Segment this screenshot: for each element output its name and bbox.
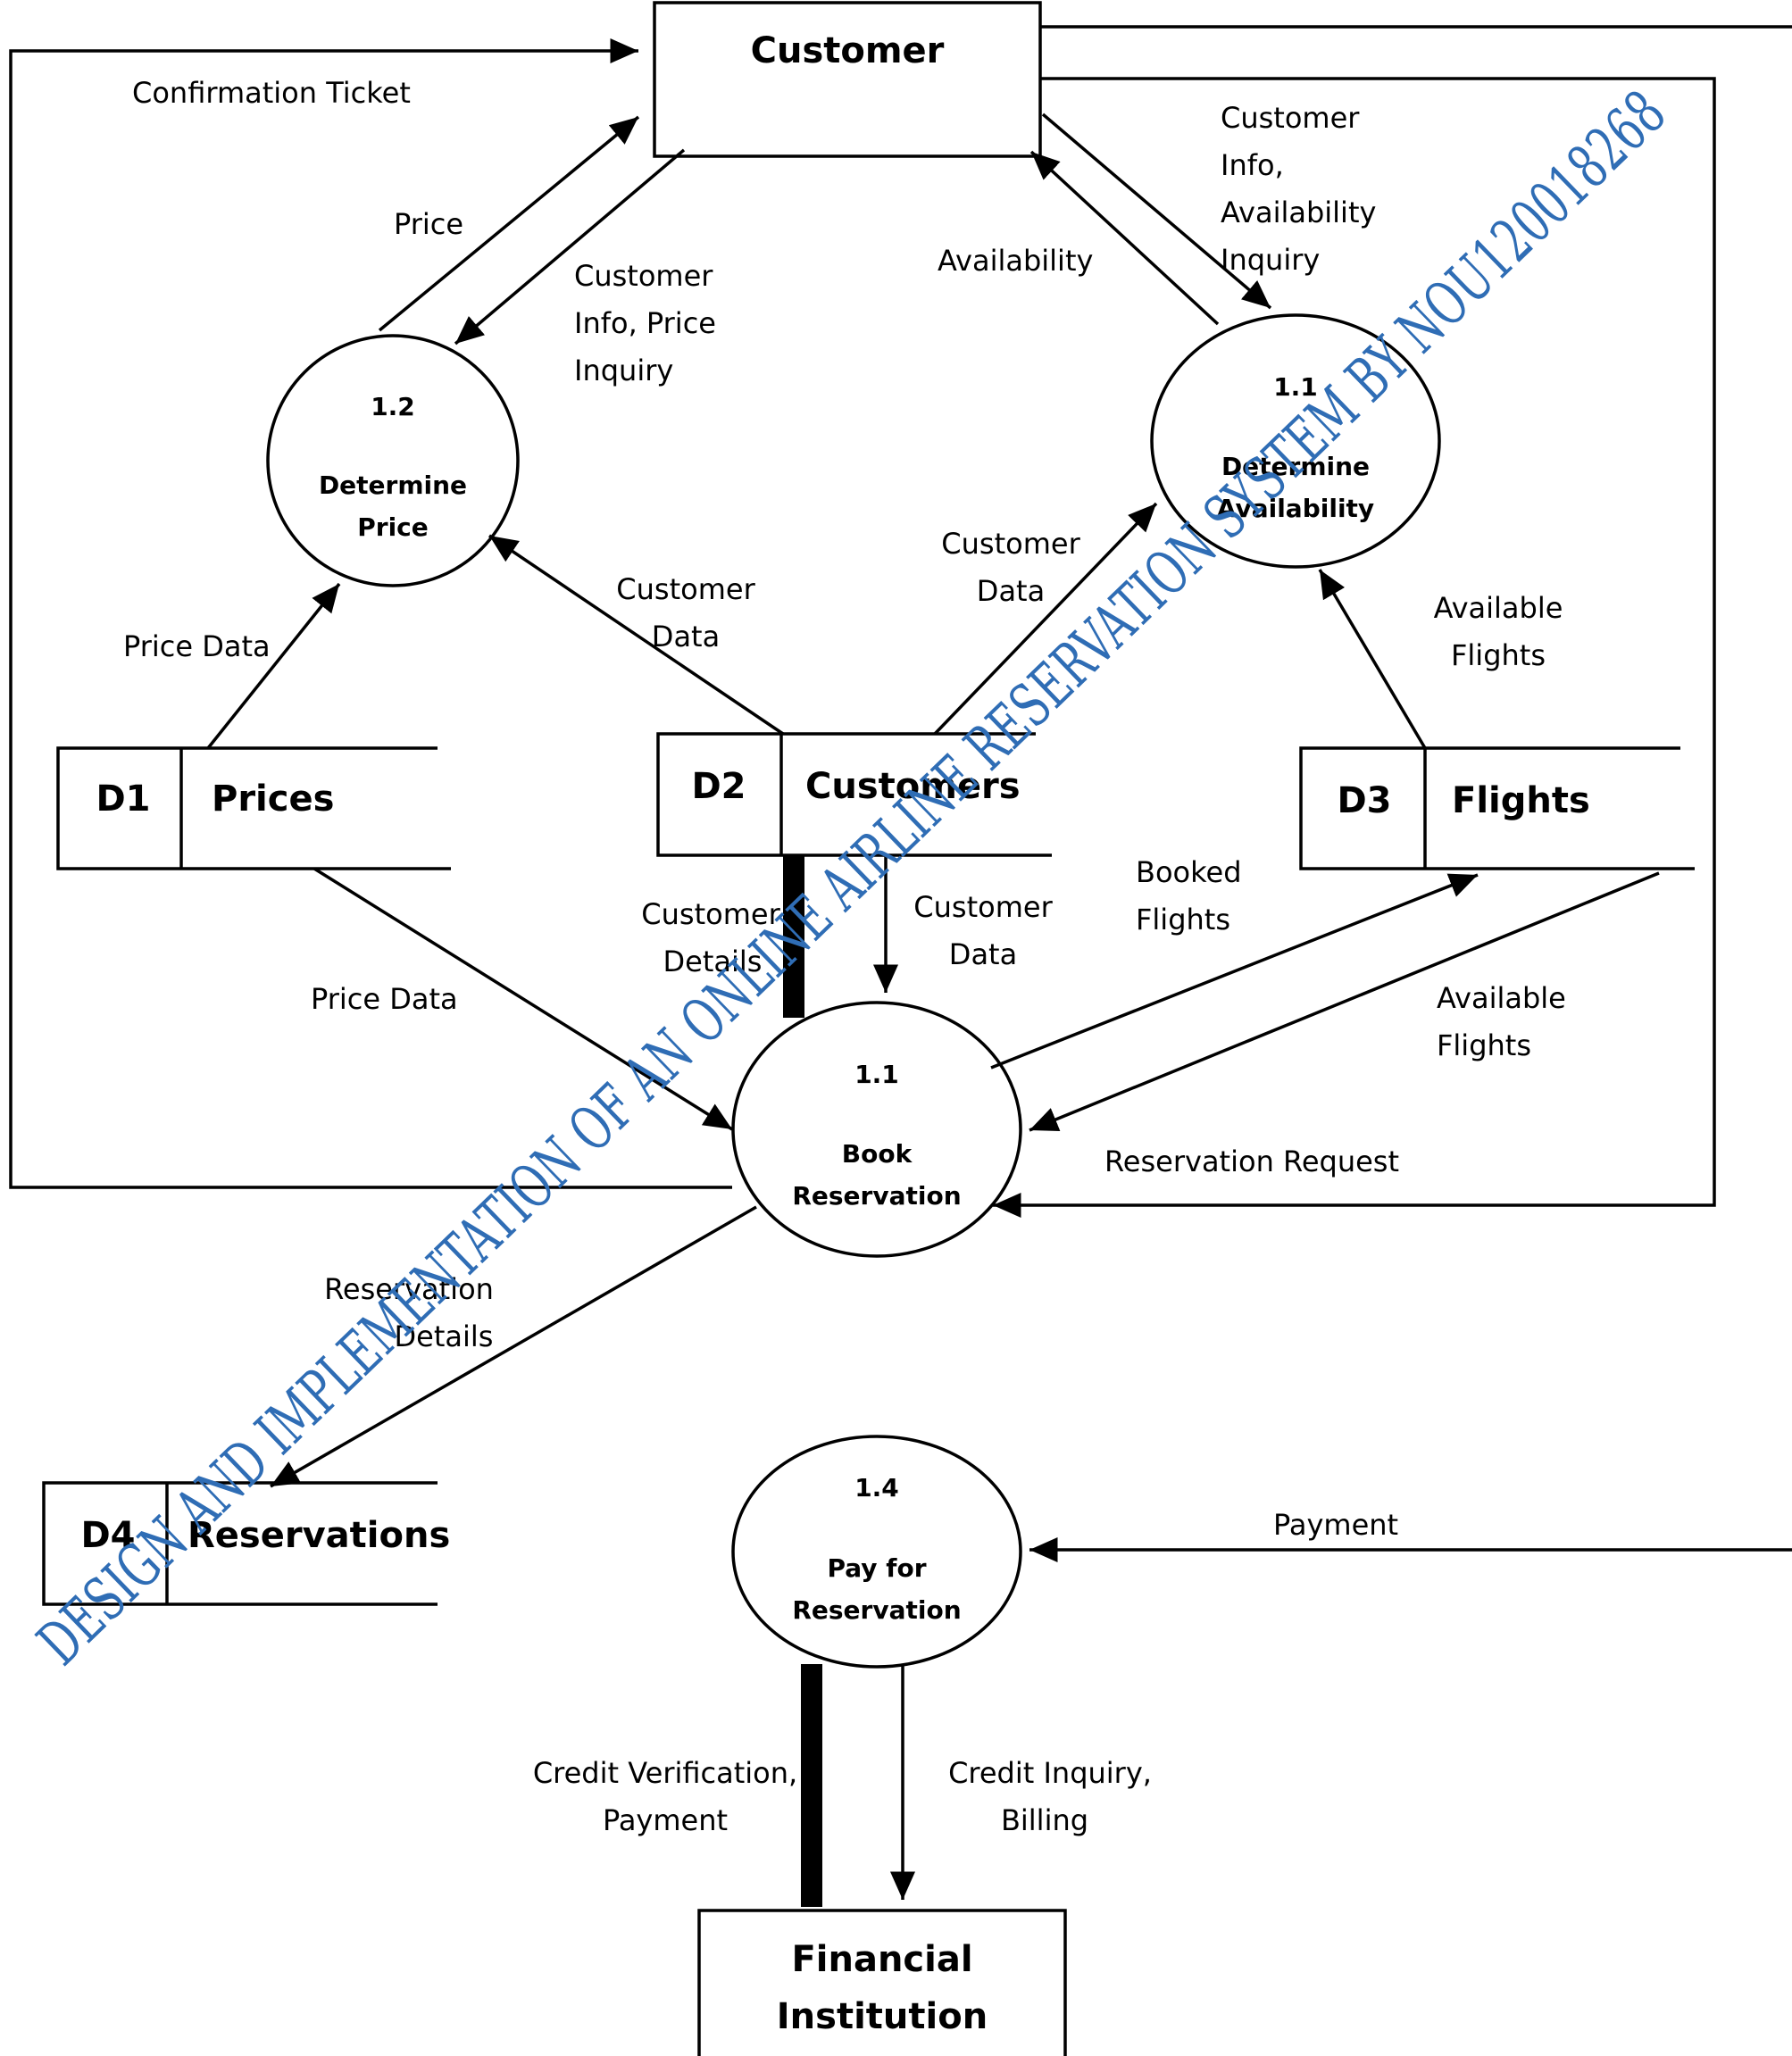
label-customer-data-right-1: Customer [941,527,1080,561]
process-determine-availability-line2: Availability [1217,494,1374,523]
store-reservations-id: D4 [80,1515,135,1556]
process-determine-price: 1.2 Determine Price [266,334,520,587]
label-available-flights-bottom-1: Available [1437,981,1566,1015]
flow-available-flights-top-arrow [1318,569,1427,749]
label-credit-verification-1: Credit Verification, [533,1756,797,1790]
flow-price-data-bottom-arrow [313,867,733,1131]
store-customers: D2 Customers [656,732,1052,857]
process-pay-reservation-line1: Pay for [827,1553,926,1583]
label-available-flights-top-1: Available [1434,591,1563,625]
label-booked-flights-2: Flights [1136,903,1230,936]
entity-financial-label-1: Financial [791,1939,972,1980]
entity-financial-institution: Financial Institution [697,1909,1067,2056]
label-customer-data-left-1: Customer [616,572,755,606]
label-available-flights-bottom-2: Flights [1437,1028,1531,1062]
flow-customer-data-right-arrow [933,502,1158,736]
label-customer-details-1: Customer [641,897,780,931]
flow-price-inquiry-arrow [454,148,686,345]
label-available-flights-top-2: Flights [1451,638,1546,672]
store-prices: D1 Prices [56,746,451,870]
flow-reservation-details-arrow [270,1205,757,1488]
label-customer-data-down-1: Customer [913,890,1053,924]
entity-customer: Customer [653,1,1042,158]
store-prices-name: Prices [212,778,334,820]
label-booked-flights-1: Booked [1136,855,1242,889]
store-reservations-name: Reservations [188,1515,450,1556]
flow-lines [9,25,1792,1907]
flow-customer-data-left-arrow [488,534,784,736]
label-price-data-top: Price Data [123,629,271,663]
label-price-data-bottom: Price Data [311,982,458,1016]
store-flights-name: Flights [1452,780,1590,821]
flow-available-flights-bottom-arrow [1029,871,1660,1132]
flow-credit-verification-bar [801,1664,822,1907]
label-customer-details-2: Details [663,945,763,978]
entity-financial-label-2: Institution [777,1996,988,2037]
label-reservation-request: Reservation Request [1104,1145,1399,1178]
store-flights-id: D3 [1337,780,1391,821]
label-credit-inquiry-2: Billing [1001,1803,1088,1837]
process-book-reservation-line2: Reservation [792,1181,961,1211]
process-pay-reservation-line2: Reservation [792,1595,961,1625]
flow-availability-arrow [1029,150,1220,326]
label-confirmation-ticket: Confirmation Ticket [132,76,411,110]
process-book-reservation: 1.1 Book Reservation [731,1001,1022,1258]
flow-confirmation-ticket-arrow [9,38,732,1189]
process-determine-price-line1: Determine [319,470,467,500]
store-customers-name: Customers [805,766,1021,807]
label-price: Price [394,207,463,241]
label-price-inquiry-2: Info, Price [574,306,716,340]
label-customer-data-right-2: Data [977,574,1045,608]
flow-reservation-request-arrow [993,77,1716,1218]
process-determine-availability-id: 1.1 [1273,372,1318,402]
store-flights: D3 Flights [1299,746,1695,870]
process-book-reservation-id: 1.1 [854,1060,899,1089]
flow-price-data-top-arrow [206,582,341,750]
flow-booked-flights-arrow [990,873,1479,1070]
flow-customer-details-bar [783,855,804,1018]
process-determine-price-line2: Price [357,512,429,542]
label-availability: Availability [938,244,1093,278]
label-reservation-details-1: Reservation [324,1272,494,1306]
entity-customer-label: Customer [751,30,945,71]
process-book-reservation-line1: Book [842,1139,913,1169]
store-customers-id: D2 [691,766,746,807]
label-price-inquiry-3: Inquiry [574,354,673,387]
process-determine-availability-line1: Determine [1221,452,1370,481]
label-availability-inquiry-3: Availability [1221,196,1376,229]
flow-labels: Confirmation Ticket Price Customer Info,… [123,76,1566,1837]
label-availability-inquiry-2: Info, [1221,148,1284,182]
label-customer-data-down-2: Data [949,937,1017,971]
label-payment: Payment [1273,1508,1398,1542]
flow-price-arrow [378,115,640,332]
label-credit-inquiry-1: Credit Inquiry, [948,1756,1152,1790]
label-price-inquiry-1: Customer [574,259,713,293]
label-customer-data-left-2: Data [652,620,720,653]
flow-availability-inquiry-arrow [1041,112,1272,310]
process-determine-price-id: 1.2 [371,392,415,421]
label-availability-inquiry-1: Customer [1221,101,1360,135]
store-prices-id: D1 [96,778,150,820]
label-availability-inquiry-4: Inquiry [1221,243,1320,277]
process-determine-availability: 1.1 Determine Availability [1150,313,1441,569]
process-pay-reservation: 1.4 Pay for Reservation [731,1435,1022,1669]
process-pay-reservation-id: 1.4 [854,1473,899,1502]
store-reservations: D4 Reservations [42,1481,450,1606]
label-reservation-details-2: Details [395,1319,494,1353]
label-credit-verification-2: Payment [603,1803,728,1837]
